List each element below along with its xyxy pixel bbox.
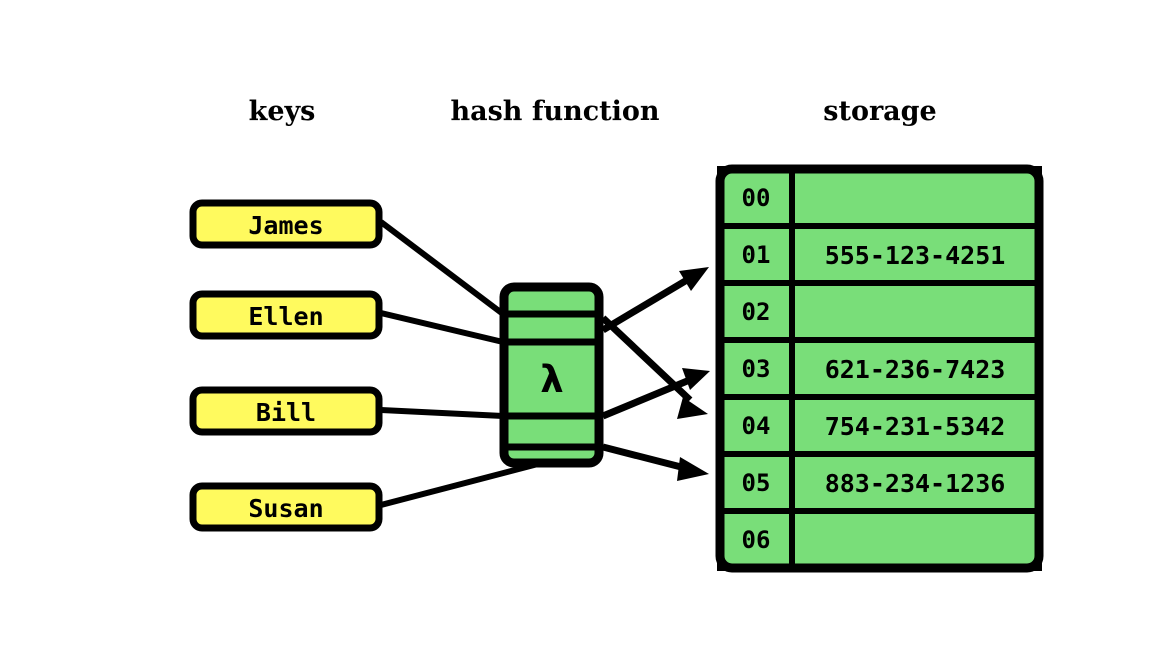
slot-value-label-01: 555-123-4251 [825, 241, 1006, 270]
key-box-ellen[interactable]: Ellen [189, 290, 383, 340]
slot-value-cell-03[interactable] [789, 337, 1042, 400]
header-hash-function: hash function [450, 96, 659, 127]
slot-index-label-06: 06 [742, 526, 771, 554]
arrow-line-to-05 [602, 443, 686, 472]
slot-value-label-05: 883-234-1236 [825, 469, 1006, 498]
slot-value-label-04: 754-231-5342 [825, 412, 1006, 441]
hash-function-box[interactable]: λ [499, 282, 604, 468]
connector-james [379, 219, 505, 317]
key-label-bill: Bill [256, 398, 316, 427]
slot-index-label-01: 01 [742, 241, 771, 269]
table-row[interactable]: 00 [717, 166, 1042, 229]
arrow-line-to-01 [601, 273, 694, 334]
slot-index-label-05: 05 [742, 469, 771, 497]
connector-bill [380, 407, 504, 419]
slot-index-label-02: 02 [742, 298, 771, 326]
table-row[interactable]: 02 [717, 280, 1042, 343]
keys-column: James Ellen Bill Susan [189, 199, 383, 532]
slot-index-label-04: 04 [742, 412, 771, 440]
arrow-head-to-01 [679, 267, 709, 291]
key-label-susan: Susan [248, 494, 323, 523]
key-label-ellen: Ellen [248, 302, 323, 331]
key-box-rect-susan[interactable] [189, 482, 383, 532]
key-box-rect-ellen[interactable] [189, 290, 383, 340]
slot-value-cell-02[interactable] [789, 280, 1042, 343]
key-box-rect-james[interactable] [189, 199, 383, 249]
key-box-rect-bill[interactable] [189, 386, 383, 436]
table-row[interactable]: 05 883-234-1236 [717, 451, 1042, 514]
arrow-line-to-03 [601, 375, 694, 420]
header-storage: storage [823, 96, 936, 127]
connector-ellen [380, 310, 504, 345]
table-row[interactable]: 01 555-123-4251 [717, 223, 1042, 286]
key-box-james[interactable]: James [189, 199, 383, 249]
lambda-icon: λ [540, 358, 563, 401]
slot-index-label-03: 03 [742, 355, 771, 383]
slot-value-label-03: 621-236-7423 [825, 355, 1006, 384]
key-box-susan[interactable]: Susan [189, 482, 383, 532]
slot-index-label-00: 00 [742, 184, 771, 212]
key-label-james: James [248, 211, 323, 240]
table-row[interactable]: 04 754-231-5342 [717, 394, 1042, 457]
table-row[interactable]: 06 [717, 508, 1042, 571]
arrow-head-to-04 [677, 397, 708, 419]
table-row[interactable]: 03 621-236-7423 [717, 337, 1042, 400]
storage-table: 00 01 555-123-4251 02 03 [715, 164, 1044, 573]
header-keys: keys [249, 96, 316, 127]
hash-to-storage-arrows [600, 267, 710, 481]
arrow-head-to-05 [677, 457, 709, 481]
storage-table-outline [715, 164, 1044, 573]
key-box-bill[interactable]: Bill [189, 386, 383, 436]
slot-value-cell-06[interactable] [789, 508, 1042, 571]
arrow-head-to-03 [682, 368, 710, 390]
slot-value-cell-00[interactable] [789, 166, 1042, 229]
